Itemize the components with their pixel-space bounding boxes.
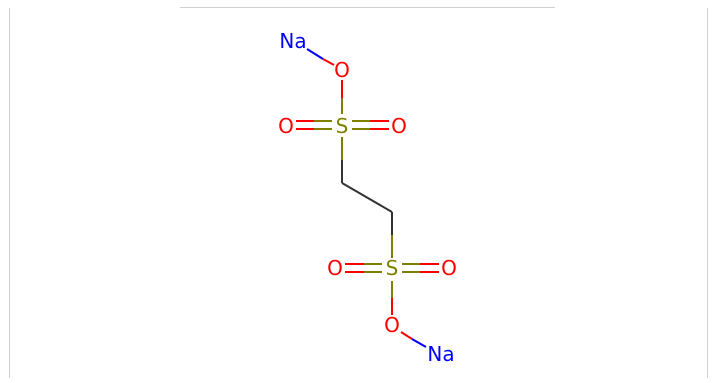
- atom-o-top-left: O: [278, 114, 294, 138]
- bond-o-na-bottom-blue: [411, 338, 427, 348]
- atom-na-bottom: Na: [427, 342, 454, 366]
- atom-o-top-bridge: O: [334, 58, 350, 82]
- bond-na-o-top: [306, 48, 324, 60]
- bond-o-na-bottom-red: [400, 331, 413, 340]
- atom-o-bottom-right: O: [441, 256, 457, 280]
- atom-s-bottom: S: [386, 256, 399, 280]
- bond-c-c: [341, 182, 393, 213]
- atom-o-bottom-bridge: O: [384, 313, 400, 337]
- atom-s-top: S: [336, 114, 349, 138]
- bond-na-o-top-red: [322, 58, 335, 66]
- atom-o-bottom-left: O: [327, 256, 343, 280]
- atom-na-top: Na: [279, 29, 306, 53]
- atom-o-top-right: O: [391, 114, 407, 138]
